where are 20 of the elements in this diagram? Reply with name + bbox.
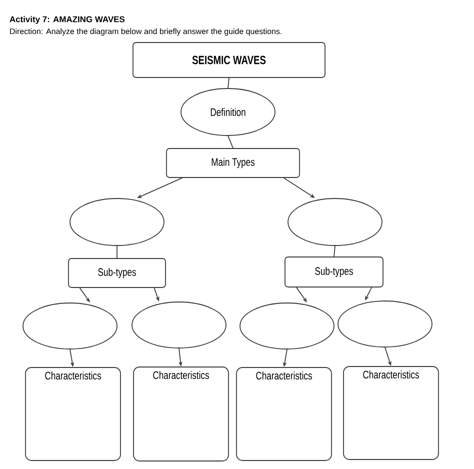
empty-oval — [22, 302, 118, 350]
empty-oval — [288, 198, 382, 246]
label-box: Sub-types — [284, 256, 384, 288]
answer-box: Characteristics — [236, 367, 332, 461]
empty-oval — [240, 302, 334, 350]
label-box: Main Types — [166, 148, 300, 178]
empty-oval — [70, 198, 164, 246]
empty-oval — [132, 302, 226, 348]
oval: Definition — [180, 88, 276, 136]
answer-box: Characteristics — [25, 367, 121, 461]
empty-oval — [338, 300, 432, 348]
answer-box: Characteristics — [343, 366, 439, 460]
connector-line — [228, 136, 234, 148]
label-box: Sub-types — [68, 258, 166, 288]
title-box: SEISMIC WAVES — [132, 42, 326, 78]
heading: Activity 7: AMAZING WAVES — [10, 16, 125, 24]
connector-line — [228, 78, 230, 88]
connector-line — [334, 246, 336, 257]
connector-line — [116, 246, 118, 258]
answer-box: Characteristics — [133, 366, 229, 462]
